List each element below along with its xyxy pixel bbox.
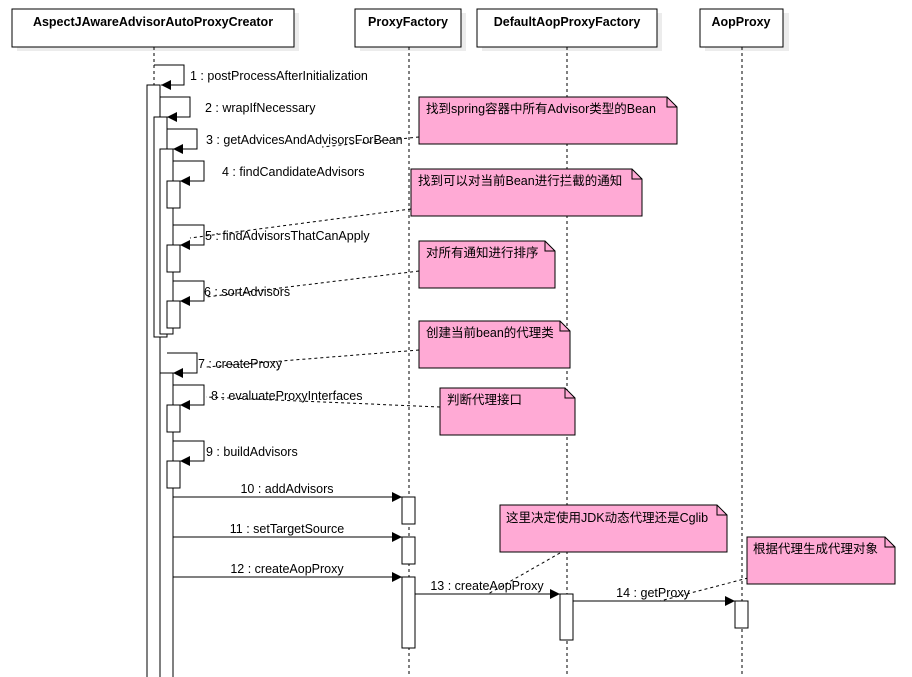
message-label: 9 : buildAdvisors <box>206 445 298 459</box>
activation-bar <box>166 180 181 209</box>
note: 这里决定使用JDK动态代理还是Cglib <box>499 504 728 553</box>
activation-bar <box>159 372 174 677</box>
note: 根据代理生成代理对象 <box>746 536 896 585</box>
note-text: 这里决定使用JDK动态代理还是Cglib <box>506 510 708 525</box>
activation-bar <box>166 460 181 489</box>
activation-bar <box>401 576 416 649</box>
note: 找到spring容器中所有Advisor类型的Bean <box>418 96 678 145</box>
participant-label: AopProxy <box>711 15 770 29</box>
message-label: 14 : getProxy <box>616 586 690 600</box>
message-arrow <box>160 96 191 122</box>
note: 创建当前bean的代理类 <box>418 320 571 369</box>
message-arrow <box>173 160 205 186</box>
message-label: 13 : createAopProxy <box>430 579 544 593</box>
note-text: 找到可以对当前Bean进行拦截的通知 <box>418 173 622 188</box>
participant-label: AspectJAwareAdvisorAutoProxyCreator <box>33 15 273 29</box>
participant-default-aop-proxy-factory[interactable]: DefaultAopProxyFactory <box>476 8 662 51</box>
activation-bar <box>734 600 749 629</box>
message-label: 10 : addAdvisors <box>240 482 333 496</box>
note-text: 对所有通知进行排序 <box>426 245 539 260</box>
activation-bar <box>401 496 416 525</box>
message-label: 8 : evaluateProxyInterfaces <box>211 389 362 403</box>
participant-label: DefaultAopProxyFactory <box>494 15 641 29</box>
activation-bar <box>401 536 416 565</box>
message-label: 7 : createProxy <box>198 357 283 371</box>
message-arrow <box>167 352 198 378</box>
note: 对所有通知进行排序 <box>418 240 556 289</box>
message-label: 4 : findCandidateAdvisors <box>222 165 364 179</box>
activation-bar <box>559 593 574 641</box>
participant-aop-proxy[interactable]: AopProxy <box>699 8 789 51</box>
note-text: 找到spring容器中所有Advisor类型的Bean <box>426 101 656 116</box>
message-arrow <box>173 224 205 250</box>
message-label: 5 : findAdvisorsThatCanApply <box>205 229 370 243</box>
message-arrow <box>173 384 205 410</box>
note: 找到可以对当前Bean进行拦截的通知 <box>410 168 643 217</box>
activation-bar <box>166 300 181 329</box>
message-arrow <box>167 128 198 154</box>
message-label: 6 : sortAdvisors <box>204 285 290 299</box>
message-label: 3 : getAdvicesAndAdvisorsForBean <box>206 133 403 147</box>
message-arrow <box>154 64 185 90</box>
note-connector <box>487 552 561 595</box>
message-label: 1 : postProcessAfterInitialization <box>190 69 368 83</box>
activation-bar <box>166 244 181 273</box>
message-label: 2 : wrapIfNecessary <box>205 101 316 115</box>
note-text: 根据代理生成代理对象 <box>753 542 878 556</box>
message-arrow <box>173 280 205 306</box>
message-label: 12 : createAopProxy <box>230 562 344 576</box>
participant-label: ProxyFactory <box>368 15 448 29</box>
message-arrow <box>173 440 205 466</box>
participant-aspectj-creator[interactable]: AspectJAwareAdvisorAutoProxyCreator <box>11 8 299 51</box>
note: 判断代理接口 <box>439 387 576 436</box>
activation-bar <box>166 404 181 433</box>
note-text: 判断代理接口 <box>447 392 522 407</box>
message-label: 11 : setTargetSource <box>230 522 344 536</box>
note-connector <box>321 136 420 148</box>
participant-proxy-factory[interactable]: ProxyFactory <box>354 8 466 51</box>
note-text: 创建当前bean的代理类 <box>426 325 554 340</box>
note-connector <box>189 208 412 239</box>
